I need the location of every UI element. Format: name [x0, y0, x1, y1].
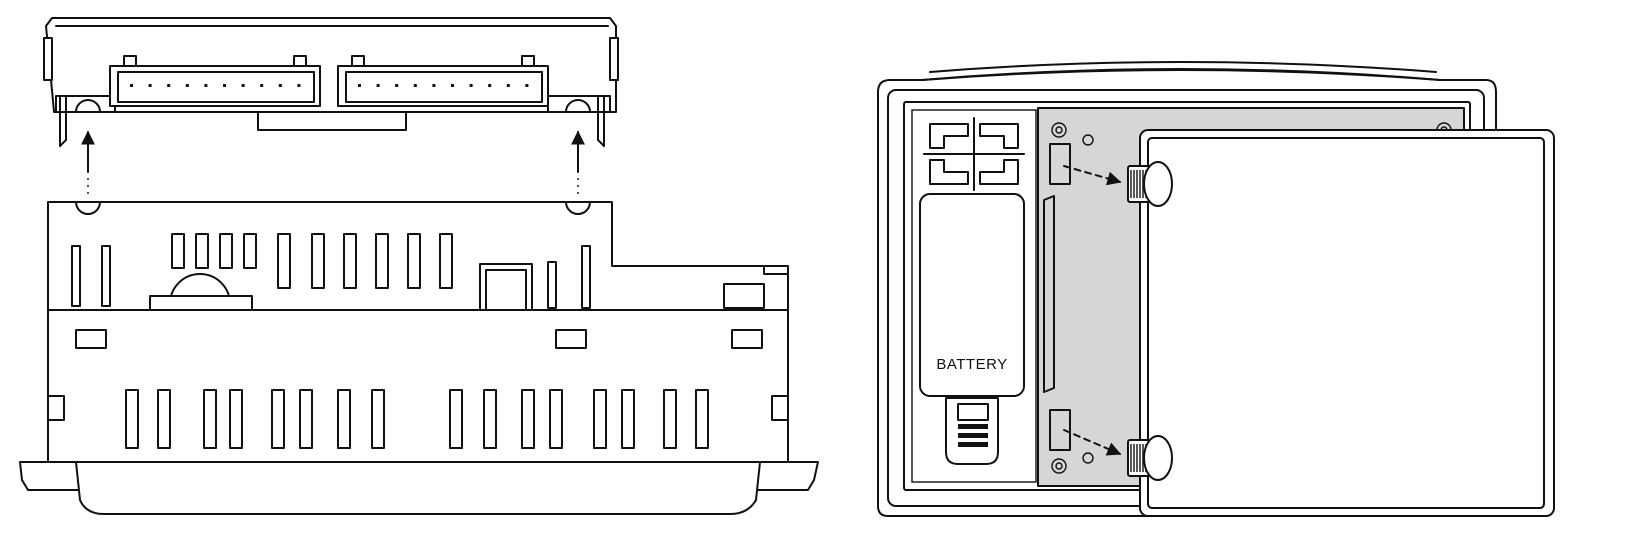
screw-arrows	[1063, 165, 1122, 456]
memory-cartridge-cover	[1139, 129, 1555, 517]
upper-vent-slots	[71, 233, 591, 309]
left-panel-diagram	[19, 17, 819, 515]
thumbscrew-bottom	[1127, 435, 1173, 481]
terminal-block-right	[337, 55, 549, 107]
insertion-arrows	[81, 130, 585, 196]
battery-label: BATTERY	[936, 356, 1007, 373]
device-housing	[47, 201, 789, 463]
battery-connector	[945, 397, 999, 465]
terminal-block-left	[109, 55, 321, 107]
right-panel-diagram: BATTERY	[877, 61, 1555, 517]
front-bezel	[19, 461, 819, 515]
battery-compartment: BATTERY	[911, 109, 1037, 483]
connector-cover	[43, 17, 619, 147]
lower-vent-slots	[125, 389, 709, 449]
thumbscrew-top	[1127, 161, 1173, 207]
vent-pattern	[923, 117, 1025, 191]
